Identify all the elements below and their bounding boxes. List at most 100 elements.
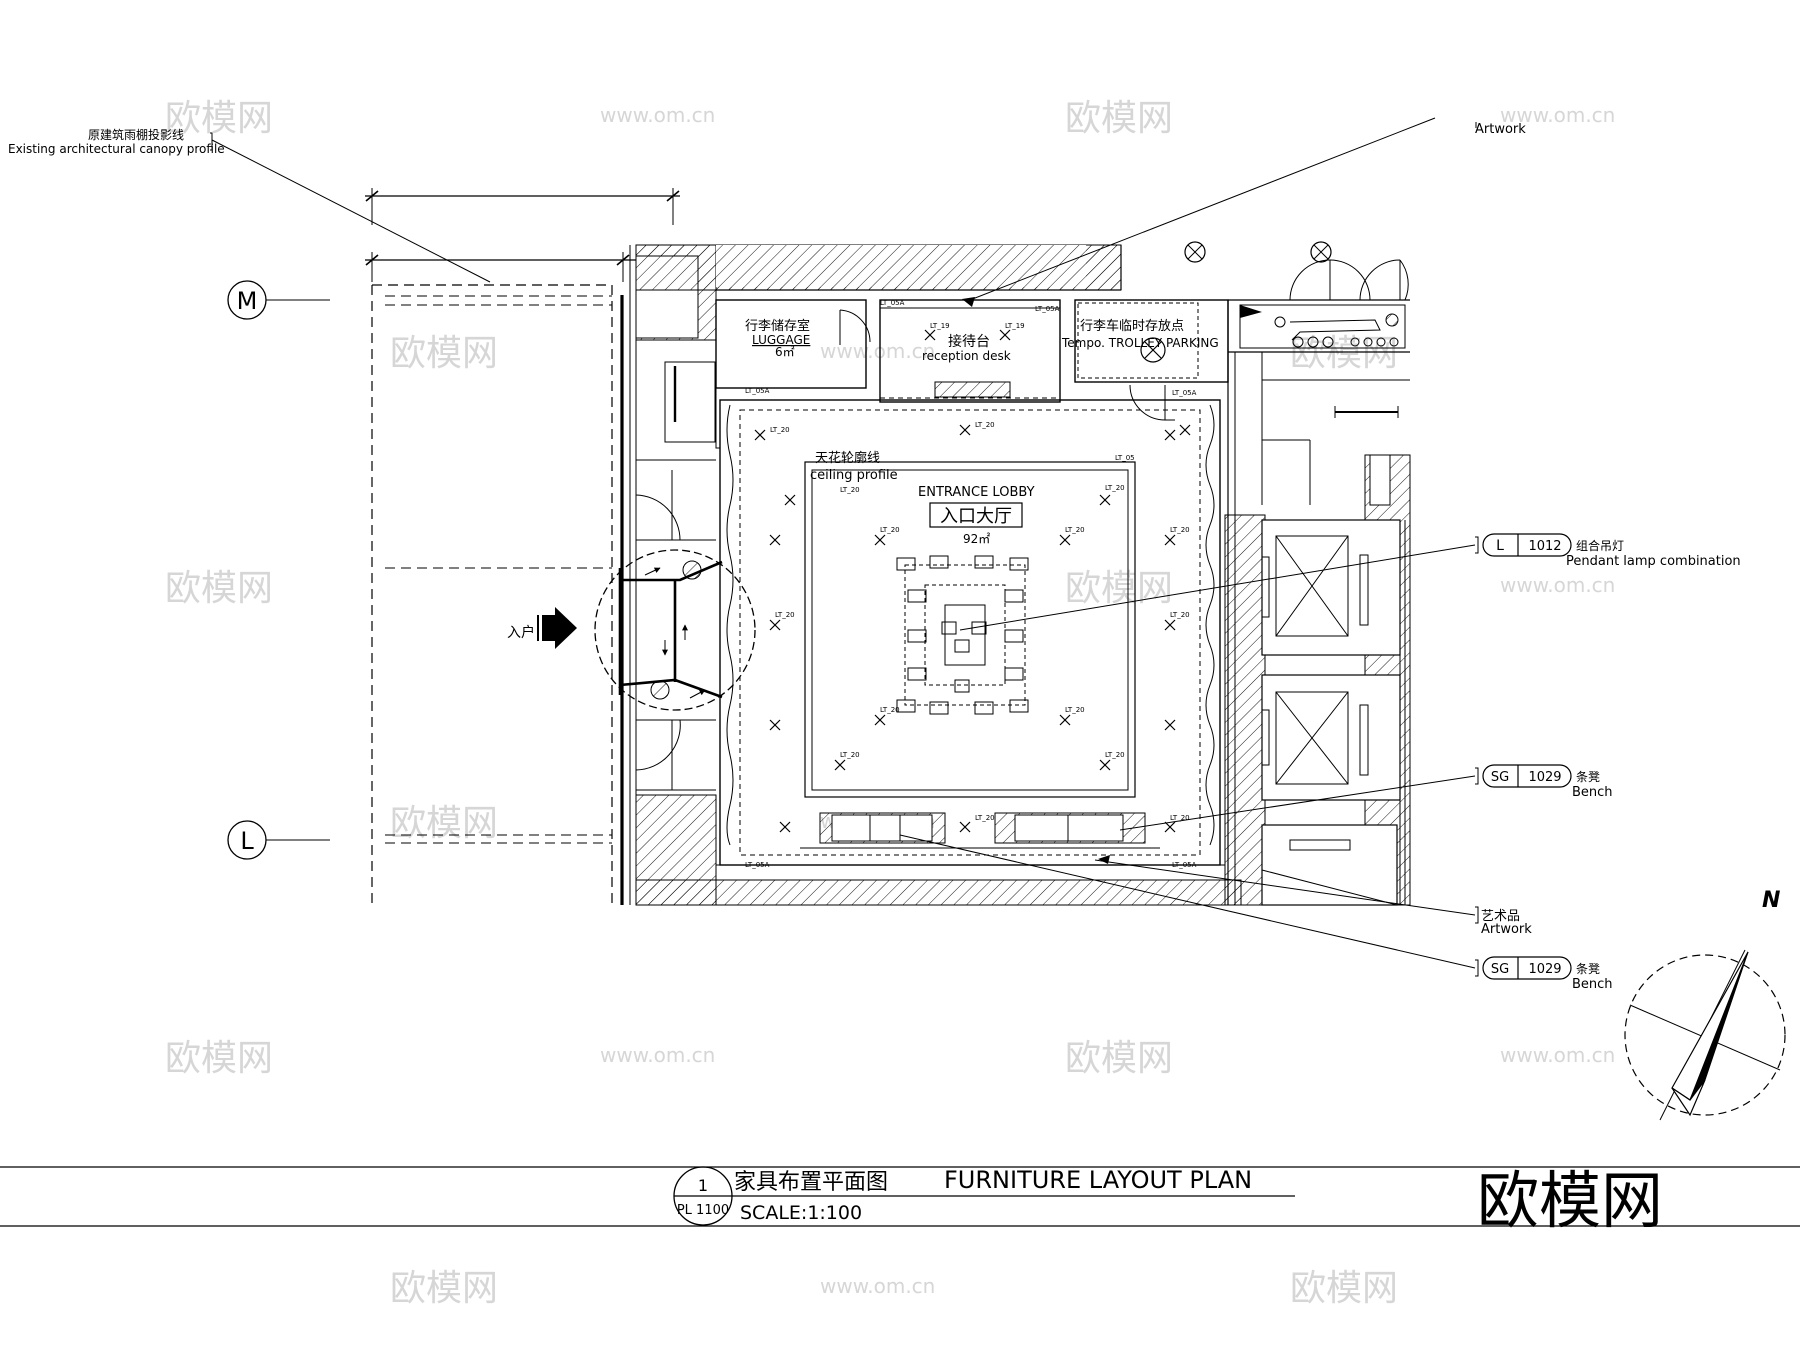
- curtain: [1205, 404, 1215, 846]
- light-tag: LT_05A: [745, 861, 770, 869]
- ceiling-profile: [804, 461, 1136, 798]
- watermark-layer: 欧模网 www.om.cn 欧模网 www.om.cn 欧模网 www.om.c…: [165, 98, 1615, 1309]
- watermark: 欧模网: [390, 1268, 498, 1309]
- callout-cn: 组合吊灯: [1576, 538, 1624, 553]
- light-tag: LT_20: [1170, 611, 1190, 619]
- north-label: N: [1762, 888, 1780, 913]
- north-arrow: N: [1624, 888, 1786, 1121]
- callout-cn: 条凳: [1576, 961, 1600, 976]
- grid-axis-m: M: [227, 280, 330, 320]
- canopy-label-en: Existing architectural canopy profile: [8, 142, 225, 156]
- callout-en: Artwork: [1481, 922, 1532, 937]
- elevator-2: [1261, 674, 1401, 801]
- callout-en: Bench: [1572, 977, 1613, 992]
- drawing-number: 1: [698, 1176, 708, 1195]
- elevator-1: [1261, 519, 1401, 656]
- lobby-label-en: ENTRANCE LOBBY: [918, 485, 1035, 500]
- trolley-symbol: [1140, 337, 1166, 363]
- light-tag: LT_20: [840, 751, 860, 759]
- callout-cn: 艺术品: [1481, 909, 1520, 924]
- callout-code: SG: [1491, 770, 1509, 785]
- callout-bench-1: SG 1029 条凳 Bench: [1119, 764, 1613, 831]
- reception-area: 接待台 reception desk LT_05A LT_05A: [879, 299, 1061, 403]
- callout-artwork: 艺术品 Artwork: [1094, 855, 1532, 937]
- light-tag: LT_20: [1170, 526, 1190, 534]
- entry-arrow-icon: [542, 607, 577, 649]
- luggage-label-cn: 行李储存室: [745, 318, 810, 334]
- light-tag: LT_20: [775, 611, 795, 619]
- light-tag: LT_20: [1105, 751, 1125, 759]
- callout-en: Bench: [1572, 785, 1613, 800]
- light-tag: LT_20: [770, 426, 790, 434]
- canopy-label-cn: 原建筑雨棚投影线: [88, 127, 184, 142]
- north-wall: [635, 244, 1122, 291]
- callout-number: 1029: [1528, 770, 1561, 785]
- callout-code: SG: [1491, 962, 1509, 977]
- south-wall: [635, 864, 1242, 906]
- light-tag: LT_20: [880, 706, 900, 714]
- light-tag: LT_05A: [880, 299, 905, 307]
- watermark: www.om.cn: [820, 1274, 935, 1298]
- callout-bench-2: SG 1029 条凳 Bench: [899, 834, 1613, 992]
- scale-label: SCALE:1:100: [740, 1202, 862, 1224]
- watermark: www.om.cn: [1500, 1043, 1615, 1067]
- trolley-label-cn: 行李车临时存放点: [1080, 318, 1184, 334]
- watermark: 欧模网: [1065, 98, 1173, 139]
- revolving-door: 入户: [507, 549, 756, 711]
- light-tag: LT_05A: [1172, 861, 1197, 869]
- watermark: www.om.cn: [600, 1043, 715, 1067]
- dimension-lines: [365, 188, 680, 282]
- canopy-leader-bracket: [210, 132, 213, 151]
- watermark: 欧模网: [165, 1038, 273, 1079]
- watermark: www.om.cn: [1500, 103, 1615, 127]
- light-tags: LT_20 LT_20 LT_05 LT_20 LT_20 LT_20 LT_2…: [745, 322, 1197, 869]
- watermark: www.om.cn: [1500, 573, 1615, 597]
- artwork-top-callout: Artwork: [962, 117, 1526, 307]
- plant-icon: [682, 560, 702, 580]
- light-fixture-icon: [1310, 241, 1332, 263]
- callout-number: 1012: [1528, 539, 1561, 554]
- lobby-area: 92㎡: [963, 532, 990, 546]
- luggage-room: 行李储存室 LUGGAGE 6㎡: [664, 299, 871, 449]
- curtain: [726, 404, 734, 846]
- service-marker: [1240, 305, 1262, 318]
- ceiling-label-en: ceiling profile: [810, 468, 898, 483]
- light-tag: LT_05A: [1172, 389, 1197, 397]
- callout-en: Pendant lamp combination: [1566, 554, 1741, 569]
- east-corridor: [1184, 241, 1411, 906]
- entrance-lobby: 天花轮廓线 ceiling profile ENTRANCE LOBBY 入口大…: [719, 322, 1221, 869]
- west-facade: [620, 244, 717, 906]
- canopy-leader: [211, 139, 491, 283]
- lobby-label-cn: 入口大厅: [940, 506, 1012, 527]
- light-fixture-icon: [1184, 241, 1206, 263]
- title-cn: 家具布置平面图: [734, 1170, 888, 1195]
- plant-icon: [650, 680, 670, 700]
- light-tag: LT_19: [1005, 322, 1025, 330]
- callout-code: L: [1496, 538, 1504, 554]
- light-tag: LT_05A: [745, 387, 770, 395]
- canopy-profile: [371, 284, 613, 905]
- light-tag: LT_20: [975, 421, 995, 429]
- reception-desk: [934, 381, 1011, 398]
- trolley-parking: 行李车临时存放点 Tempo. TROLLEY PARKING: [1061, 299, 1229, 421]
- callout-cn: 条凳: [1576, 769, 1600, 784]
- light-tag: LT_20: [1105, 484, 1125, 492]
- light-tag: LT_20: [975, 814, 995, 822]
- light-tag: LT_20: [880, 526, 900, 534]
- callout-number: 1029: [1528, 962, 1561, 977]
- watermark: www.om.cn: [600, 103, 715, 127]
- artwork-top-label: Artwork: [1475, 122, 1526, 137]
- ceiling-label-cn: 天花轮廓线: [815, 450, 880, 466]
- light-tag: LT_20: [1065, 706, 1085, 714]
- canopy-annotation: 原建筑雨棚投影线 Existing architectural canopy p…: [8, 127, 491, 283]
- title-en: FURNITURE LAYOUT PLAN: [944, 1166, 1252, 1194]
- reception-label-en: reception desk: [922, 349, 1011, 363]
- watermark: www.om.cn: [820, 339, 935, 363]
- trolley-label-en: Tempo. TROLLEY PARKING: [1061, 336, 1219, 350]
- grid-label-m: M: [237, 287, 258, 315]
- watermark: 欧模网: [1290, 333, 1398, 374]
- watermark: 欧模网: [1065, 568, 1173, 609]
- light-tag: LT_05A: [1035, 305, 1060, 313]
- light-tag: LT_19: [930, 322, 950, 330]
